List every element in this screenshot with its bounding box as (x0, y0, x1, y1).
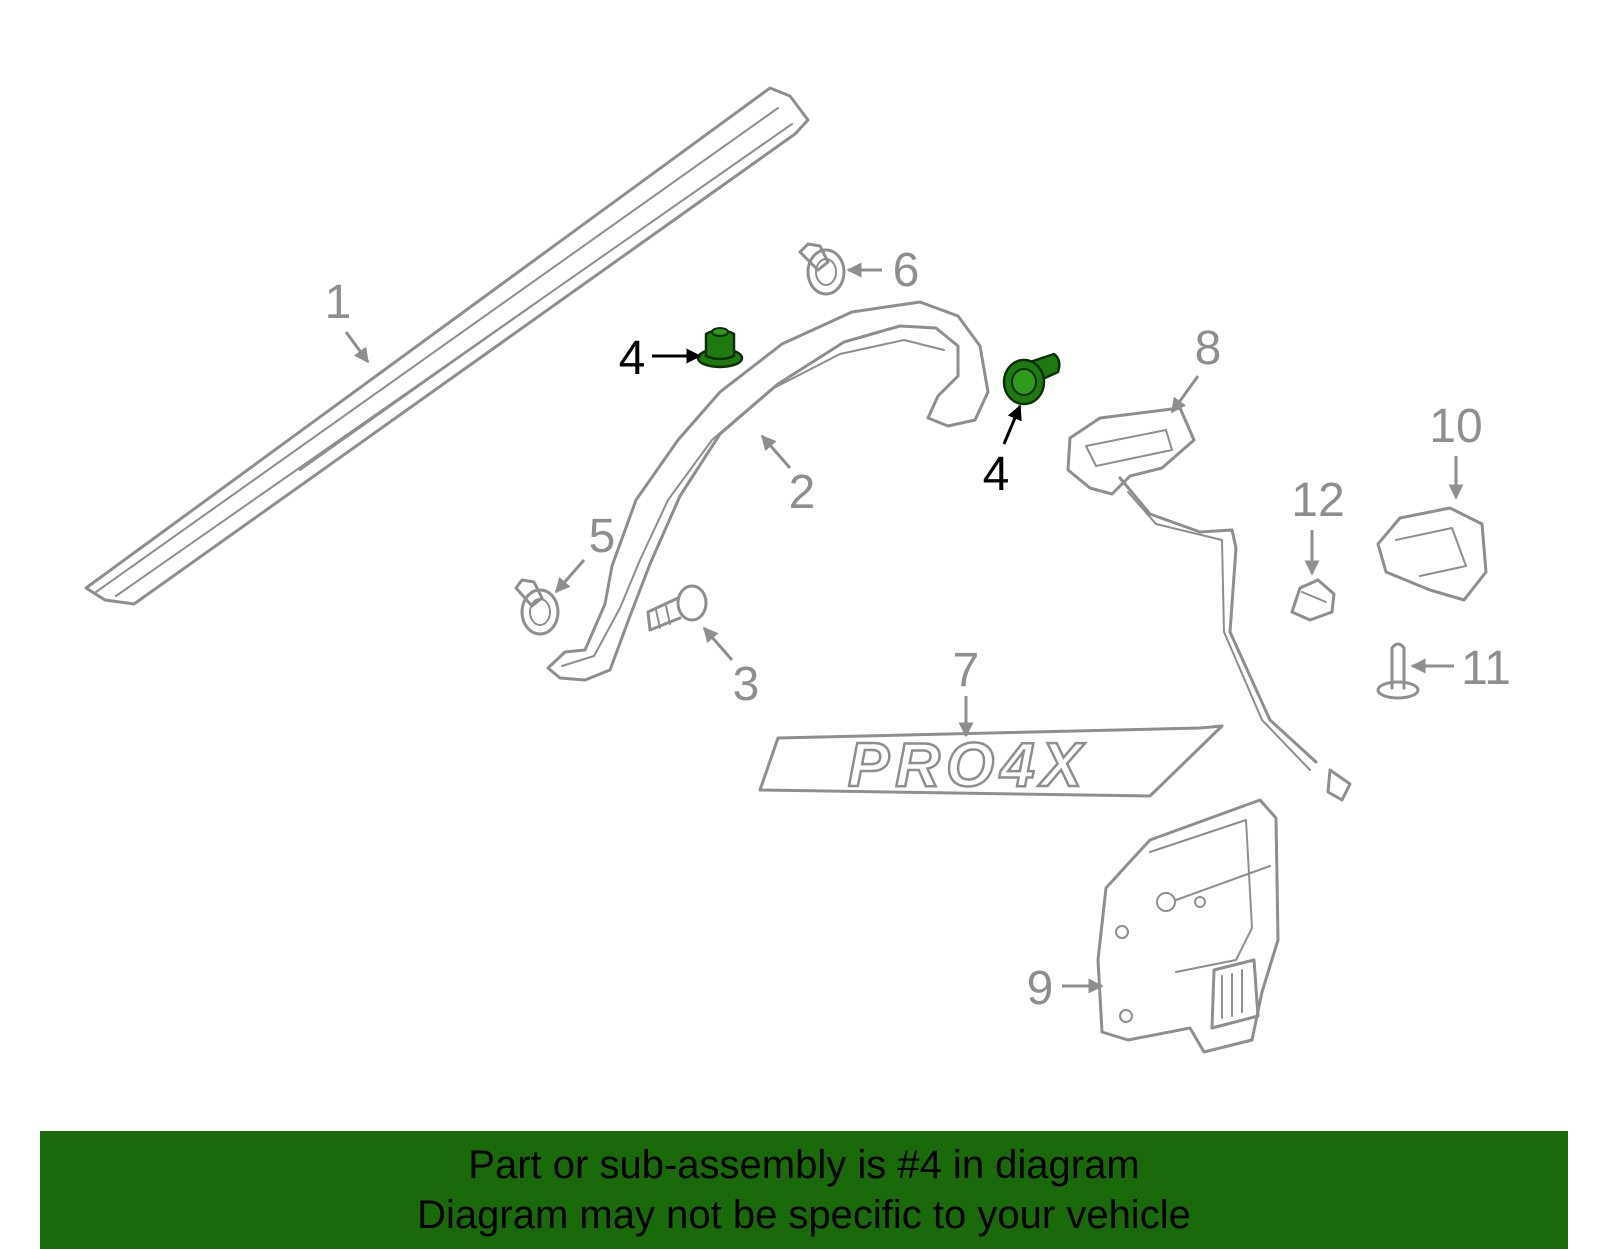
svg-text:8: 8 (1195, 322, 1222, 375)
emblem-text: PRO4X (848, 731, 1088, 800)
part-8-sensor-harness (1066, 406, 1352, 802)
svg-text:9: 9 (1027, 962, 1054, 1015)
svg-text:6: 6 (893, 244, 920, 297)
part-3-screw (646, 584, 708, 632)
svg-text:12: 12 (1291, 474, 1344, 527)
callout-11: 11 (1410, 642, 1511, 695)
part-12-clip-nut (1290, 578, 1336, 622)
part-1-molding (84, 86, 810, 606)
part-10-bracket (1376, 506, 1488, 602)
part-9-connector-housing (1096, 798, 1280, 1054)
callout-9: 9 (1027, 962, 1104, 1015)
callout-4-right: 4 (983, 404, 1022, 501)
info-line-disclaimer: Diagram may not be specific to your vehi… (417, 1193, 1191, 1237)
svg-text:7: 7 (953, 644, 980, 697)
part-4-grommet-right (1002, 352, 1061, 406)
svg-text:10: 10 (1429, 400, 1482, 453)
info-line-part-number: Part or sub-assembly is #4 in diagram (468, 1143, 1140, 1187)
part-4-grommet-left (696, 327, 744, 369)
svg-text:3: 3 (733, 658, 760, 711)
info-banner: Part or sub-assembly is #4 in diagram Di… (40, 1131, 1568, 1249)
parts-diagram: PRO4X 1 2 (84, 86, 1511, 1054)
part-11-stud (1376, 642, 1420, 700)
svg-text:1: 1 (325, 276, 352, 329)
callout-2: 2 (760, 434, 816, 519)
callout-3: 3 (702, 626, 760, 711)
part-7-emblem: PRO4X (758, 724, 1224, 801)
callout-4-left: 4 (619, 332, 702, 385)
callout-1: 1 (325, 276, 370, 364)
callout-7: 7 (953, 644, 980, 738)
callout-12: 12 (1291, 474, 1345, 576)
callout-8: 8 (1170, 322, 1222, 414)
svg-text:2: 2 (789, 466, 816, 519)
callout-6: 6 (846, 244, 920, 297)
svg-text:4: 4 (619, 332, 646, 385)
svg-text:11: 11 (1461, 642, 1511, 695)
callout-5: 5 (554, 510, 616, 594)
svg-text:4: 4 (983, 448, 1010, 501)
part-5-clip (514, 578, 560, 636)
part-2-fender-flare (546, 300, 990, 682)
part-6-clip (798, 242, 846, 296)
callout-10: 10 (1429, 400, 1483, 500)
svg-text:5: 5 (589, 510, 616, 563)
